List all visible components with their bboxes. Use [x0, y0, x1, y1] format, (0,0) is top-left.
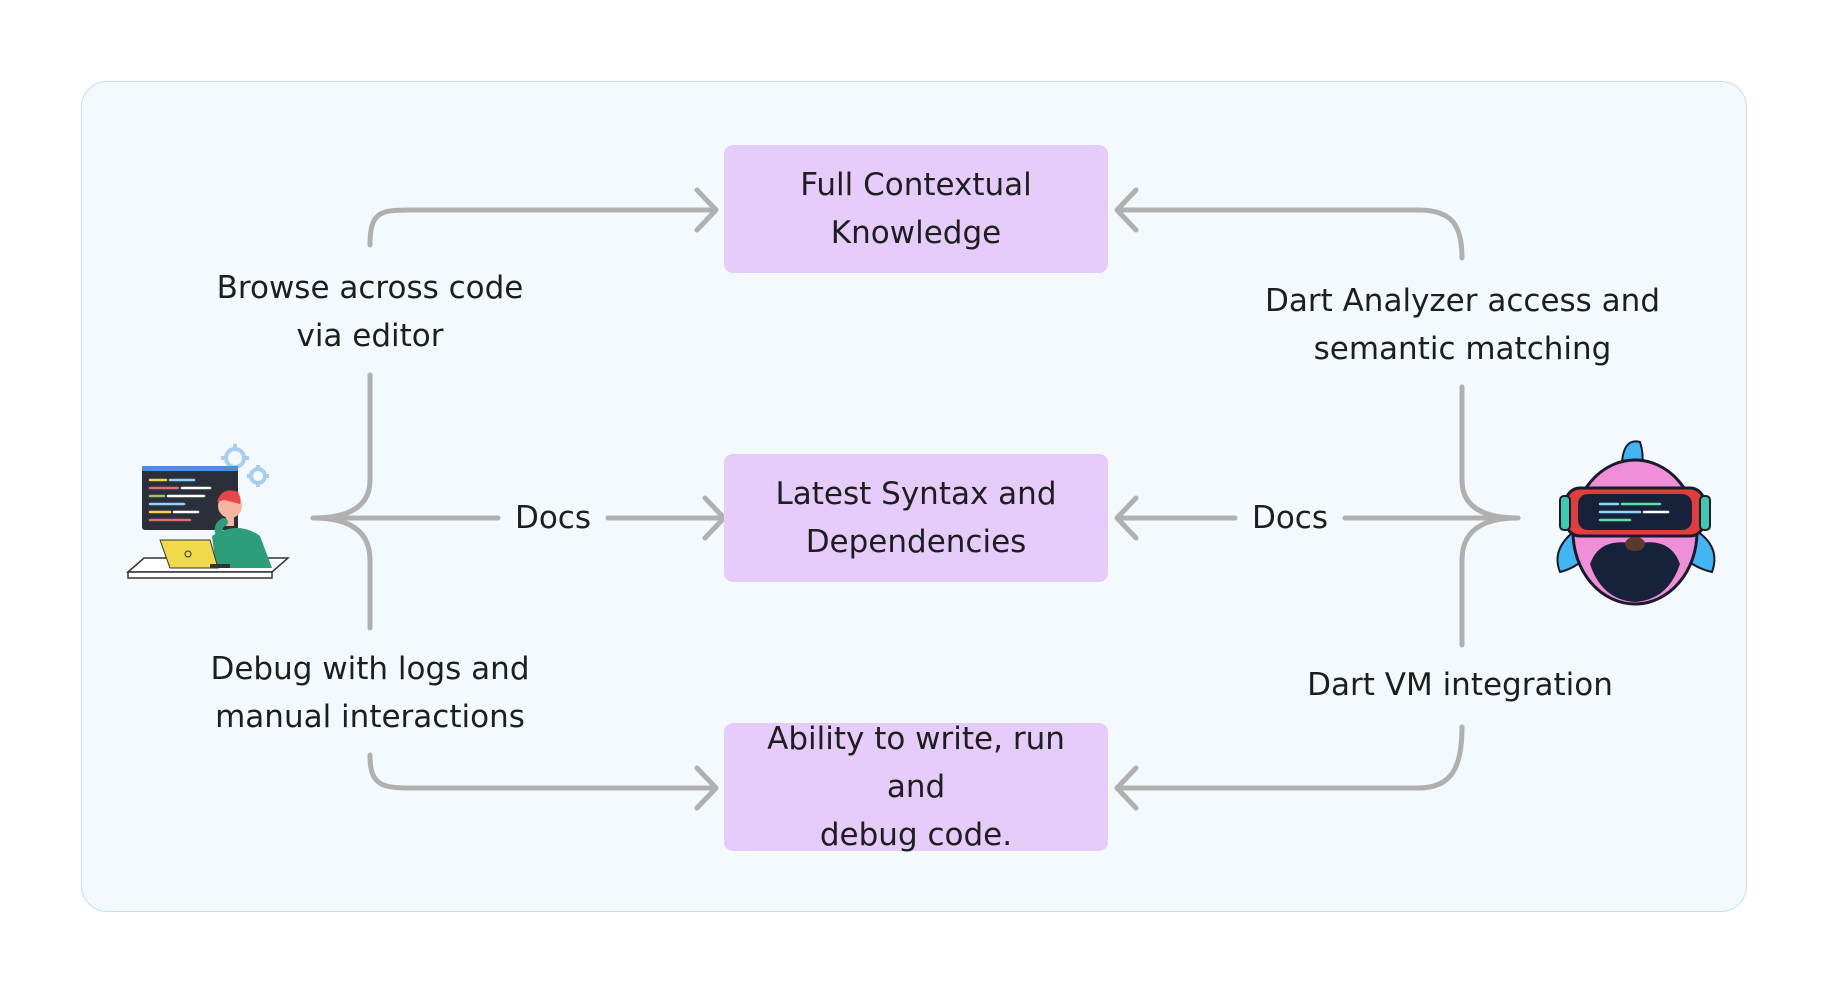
left-top-connector [367, 207, 716, 248]
dart-analyzer-label: Dart Analyzer access and semantic matchi… [1264, 283, 1660, 367]
left-top-label-wrap: Browse across code via editor [190, 262, 550, 362]
box-top-label: Full Contextual Knowledge [800, 167, 1032, 251]
right-docs-label-wrap: Docs [1238, 494, 1342, 542]
box-latest-syntax: Latest Syntax and Dependencies [724, 454, 1108, 582]
right-bottom-arrowhead [1114, 765, 1139, 811]
right-bottom-label-wrap: Dart VM integration [1290, 661, 1630, 709]
box-middle-label: Latest Syntax and Dependencies [775, 476, 1057, 560]
right-top-label-wrap: Dart Analyzer access and semantic matchi… [1255, 275, 1670, 375]
right-bottom-connector [1117, 724, 1465, 791]
left-docs-label: Docs [514, 500, 592, 536]
left-bottom-arrowhead [694, 765, 719, 811]
browse-across-code-label: Browse across code via editor [216, 270, 524, 354]
right-docs-label: Docs [1251, 500, 1329, 536]
left-top-arrowhead [694, 187, 719, 233]
left-docs-label-wrap: Docs [500, 494, 606, 542]
right-top-connector [1117, 207, 1465, 261]
box-write-run-debug: Ability to write, run and debug code. [724, 721, 1108, 853]
box-bottom-label: Ability to write, run and debug code. [767, 721, 1065, 853]
left-bottom-connector [367, 752, 716, 791]
developer-at-laptop-icon [126, 444, 290, 579]
left-bottom-label-wrap: Debug with logs and manual interactions [185, 643, 555, 743]
debug-with-logs-label: Debug with logs and manual interactions [210, 651, 530, 735]
dash-mascot-with-vr-goggles-icon [1556, 440, 1716, 606]
right-top-arrowhead [1114, 187, 1139, 233]
left-bracket [310, 372, 373, 631]
right-middle-arrowhead [1114, 495, 1139, 541]
dart-vm-integration-label: Dart VM integration [1307, 667, 1613, 703]
box-full-contextual-knowledge: Full Contextual Knowledge [724, 145, 1108, 273]
